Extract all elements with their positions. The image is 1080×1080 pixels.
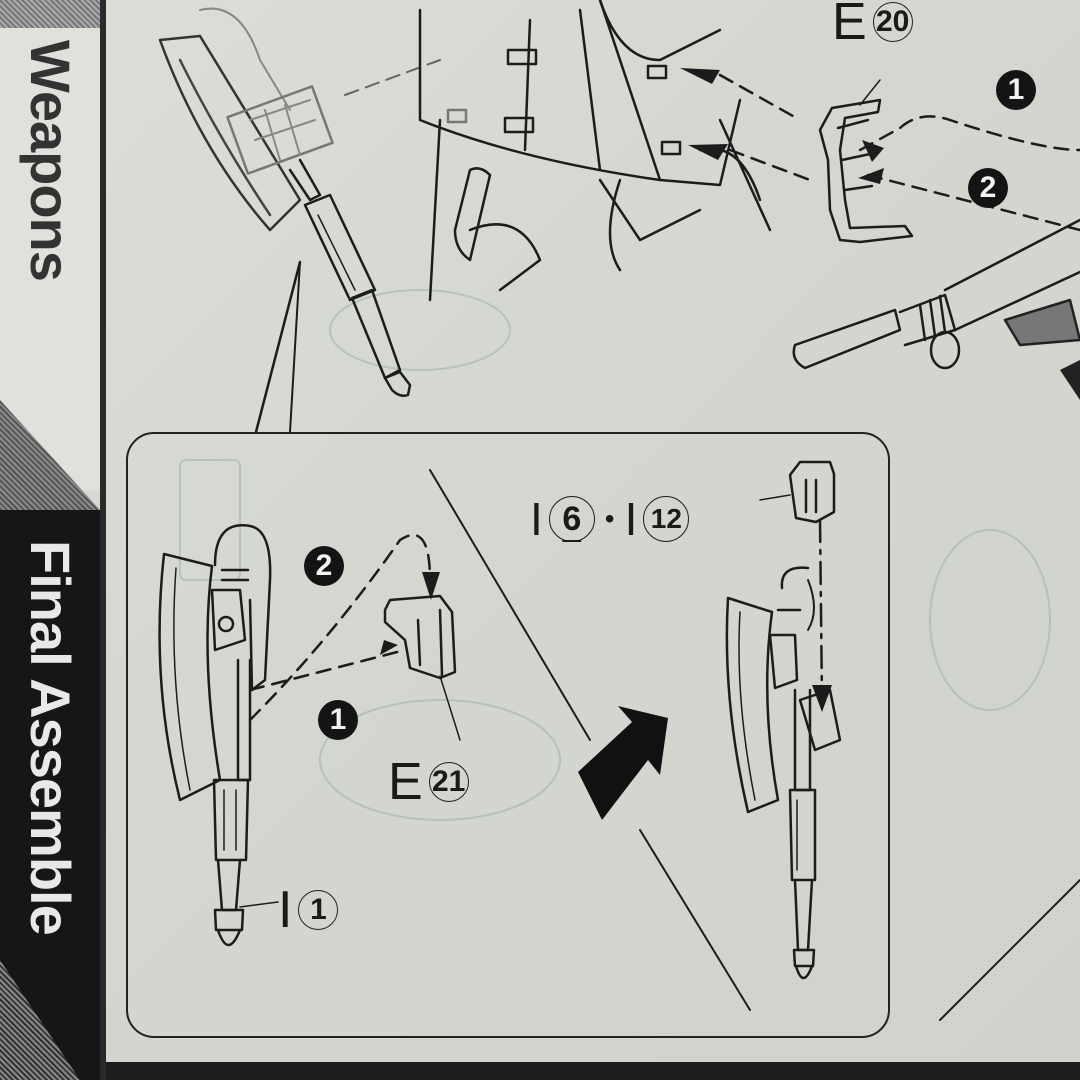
runner-letter: E [832, 0, 867, 51]
step-1-path [858, 115, 1080, 152]
tab-final-assembly-label: Final Assemble [19, 540, 82, 935]
separator-dot: • [604, 503, 615, 534]
step-divider [429, 469, 591, 741]
part-label-i1: I 1 [278, 881, 339, 939]
callout-panel [126, 432, 890, 1038]
part-e21-icon [383, 594, 461, 741]
part-i12-icon [759, 460, 836, 524]
part-label-e20: E 20 [832, 0, 913, 48]
figure-skirt-icon [418, 0, 772, 302]
step-1-badge: 1 [318, 700, 358, 740]
axe-assembled-icon [725, 566, 842, 980]
next-step-arrow-icon [578, 706, 668, 820]
part-number: 1 [298, 890, 339, 930]
part-number: 6 [548, 496, 595, 542]
part-number: 21 [428, 762, 469, 802]
halftone-decoration [0, 0, 104, 30]
leader-line [239, 901, 279, 908]
runner-letter: I [530, 493, 543, 545]
runner-letter: I [624, 493, 638, 545]
axe-left-icon [158, 524, 272, 947]
step-2-badge: 2 [968, 168, 1008, 208]
part-e20-icon [818, 79, 914, 244]
tab-divider [100, 0, 106, 1080]
step-1-badge: 1 [996, 70, 1036, 110]
part-label-e21: E 21 [388, 756, 469, 808]
tab-weapons-label: Weapons [19, 40, 82, 281]
axe-in-hand-icon [158, 7, 441, 398]
runner-letter: I [278, 881, 293, 939]
attach-arrows [718, 73, 812, 182]
part-label-i6-i12: I 6 • I 12 [530, 493, 690, 545]
bleed-through-print [179, 289, 1051, 821]
arrow-head-icon [688, 144, 728, 160]
page-edge [106, 1062, 1080, 1080]
step-2-path [866, 173, 1080, 232]
rifle-icon [792, 218, 1080, 400]
runner-letter: E [388, 753, 423, 811]
section-tabs: Weapons Final Assemble [0, 0, 106, 1080]
part-number: 12 [643, 496, 690, 542]
arrow-head-icon [680, 68, 720, 84]
step-2-badge: 2 [304, 546, 344, 586]
tab-weapons[interactable] [0, 28, 100, 490]
callout-pointer [254, 260, 302, 434]
part-number: 20 [872, 2, 913, 42]
